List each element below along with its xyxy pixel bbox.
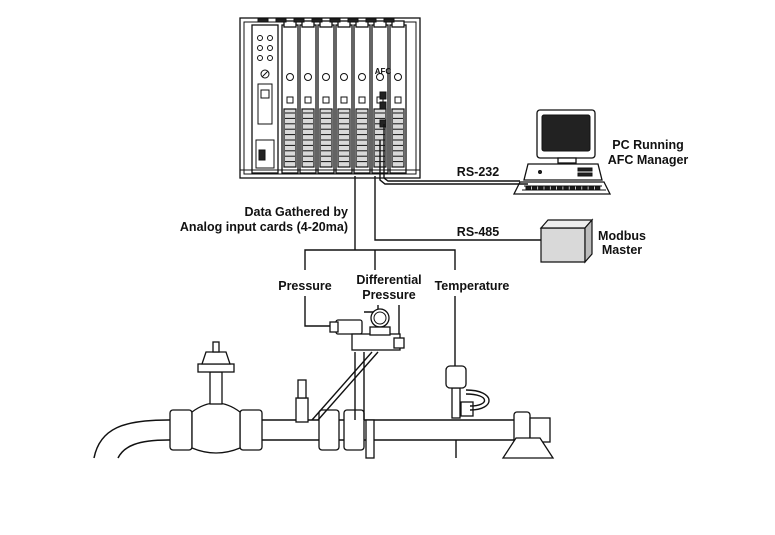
differential-pressure-label-line1: Differential xyxy=(356,273,421,287)
differential-pressure-label-line2: Pressure xyxy=(362,288,416,302)
io-card xyxy=(317,20,335,174)
keyboard-key xyxy=(575,186,582,190)
rs232-link xyxy=(379,124,528,185)
data-gathered-label-line1: Data Gathered by xyxy=(244,205,348,219)
io-card xyxy=(281,20,299,174)
modbus-label-line2: Master xyxy=(602,243,642,257)
analog-input-trunk xyxy=(304,176,456,270)
data-gathered-label-line2: Analog input cards (4-20ma) xyxy=(180,220,348,234)
afc-port xyxy=(379,119,387,128)
keyboard-key xyxy=(531,186,538,190)
afc-port xyxy=(379,101,387,110)
keyboard-key xyxy=(569,186,576,190)
io-card xyxy=(299,20,317,174)
rack-vent xyxy=(293,18,305,23)
keyboard-key xyxy=(594,186,601,190)
cpu-module xyxy=(251,24,279,174)
afc-card-label: AFC xyxy=(375,67,392,76)
rs485-link xyxy=(374,176,541,241)
rack-vent xyxy=(329,18,341,23)
rack-vent xyxy=(347,18,359,23)
keyboard-key xyxy=(525,186,531,190)
rack-vent xyxy=(311,18,323,23)
io-card xyxy=(335,20,353,174)
rs485-label: RS-485 xyxy=(457,225,499,239)
pressure-label: Pressure xyxy=(278,279,332,293)
pc-computer xyxy=(512,109,612,195)
differential-pressure-transmitter xyxy=(351,308,405,351)
keyboard-key xyxy=(544,186,550,190)
afc-port xyxy=(379,91,387,100)
rs232-label: RS-232 xyxy=(457,165,499,179)
modbus-label-line1: Modbus xyxy=(598,229,646,243)
keyboard-key xyxy=(550,186,557,190)
rack-vent xyxy=(365,18,377,23)
keyboard-key xyxy=(538,186,544,190)
pc-label-line1: PC Running xyxy=(612,138,684,152)
keyboard-key xyxy=(557,186,563,190)
rack-vent xyxy=(257,18,269,23)
pc-label-line2: AFC Manager xyxy=(608,153,689,167)
rack-vent xyxy=(383,18,395,23)
io-card xyxy=(389,20,407,174)
modbus-master-box xyxy=(539,218,594,264)
keyboard-key xyxy=(588,186,594,190)
io-card-slots xyxy=(257,18,407,174)
io-rack: AFC xyxy=(239,17,421,179)
keyboard-key xyxy=(563,186,569,190)
rack-vent xyxy=(275,18,287,23)
pipeline xyxy=(93,341,555,459)
io-card xyxy=(353,20,371,174)
keyboard-key xyxy=(582,186,588,190)
pressure-transmitter xyxy=(329,319,363,335)
temperature-label: Temperature xyxy=(435,279,510,293)
